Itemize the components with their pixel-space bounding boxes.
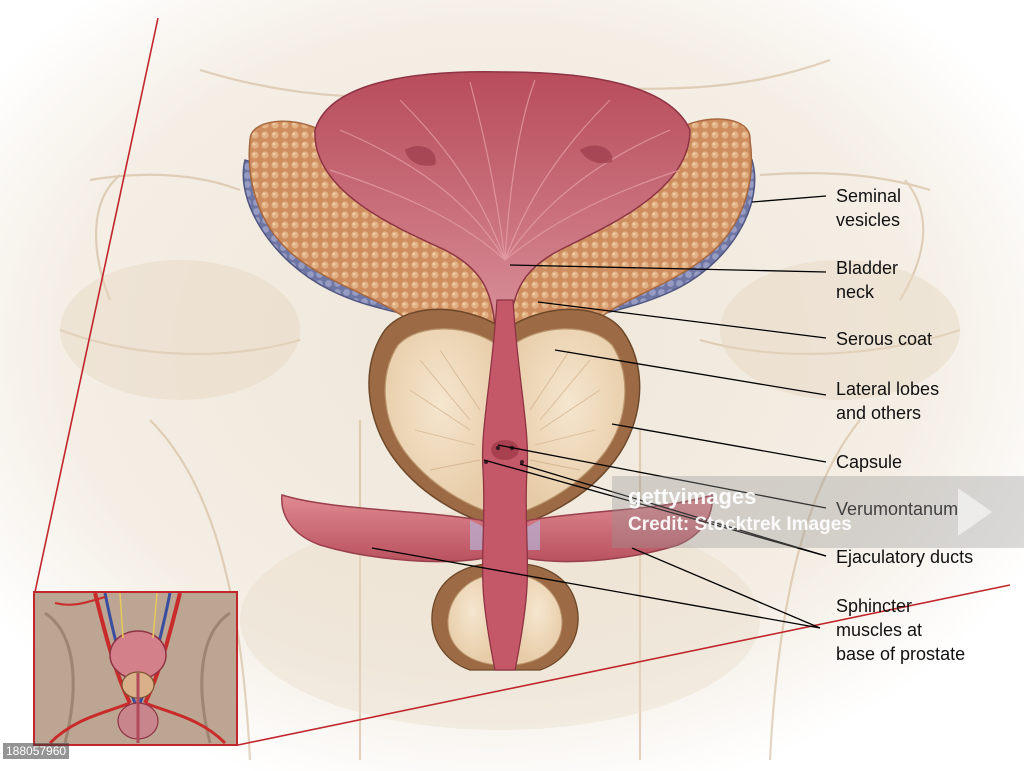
- leader-lines: [371, 195, 827, 629]
- leader-capsule: [611, 423, 827, 463]
- watermark-brand: gettyimages: [628, 484, 757, 509]
- leader-ejaculatory-duct-2: [519, 463, 827, 557]
- label-serous-coat: Serous coat: [836, 329, 933, 349]
- leader-ejaculatory-duct-1: [483, 459, 827, 557]
- leader-bladder-neck: [509, 264, 827, 273]
- verumontanum-mound: [491, 440, 519, 460]
- inset-location-view: [33, 591, 238, 746]
- inset-illustration: [35, 593, 236, 744]
- label-verumontanum: Verumontanum: [836, 499, 959, 519]
- urethra: [481, 299, 529, 671]
- lateral-lobe-left: [384, 328, 498, 516]
- watermark-band: [612, 476, 1024, 548]
- image-id: 188057960: [3, 743, 70, 759]
- leader-sphincter-left: [371, 547, 821, 629]
- background-structures: [59, 58, 961, 761]
- lateral-lobe-right: [512, 328, 626, 516]
- label-seminal-vesicles: Seminal vesicles: [836, 186, 902, 230]
- label-sphincter-muscles: Sphincter muscles at base of prostate: [836, 596, 966, 664]
- label-bladder-neck: Bladder neck: [836, 258, 899, 302]
- watermark-credit: Credit: Stocktrek Images: [628, 514, 852, 535]
- zoom-lines: [34, 17, 1011, 746]
- label-lateral-lobes: Lateral lobes and others: [836, 379, 940, 423]
- leader-seminal-vesicles: [751, 195, 827, 203]
- leader-lateral-lobes: [554, 349, 827, 396]
- bladder-folds: [329, 79, 681, 261]
- lobe-texture: [409, 349, 601, 471]
- watermark-arrow-icon: [958, 488, 992, 536]
- leader-verumontanum: [497, 444, 827, 509]
- leader-sphincter-right: [631, 547, 821, 629]
- bladder: [314, 71, 691, 331]
- label-capsule: Capsule: [836, 452, 903, 472]
- leader-serous-coat: [537, 301, 827, 339]
- label-ejaculatory-ducts: Ejaculatory ducts: [836, 547, 974, 567]
